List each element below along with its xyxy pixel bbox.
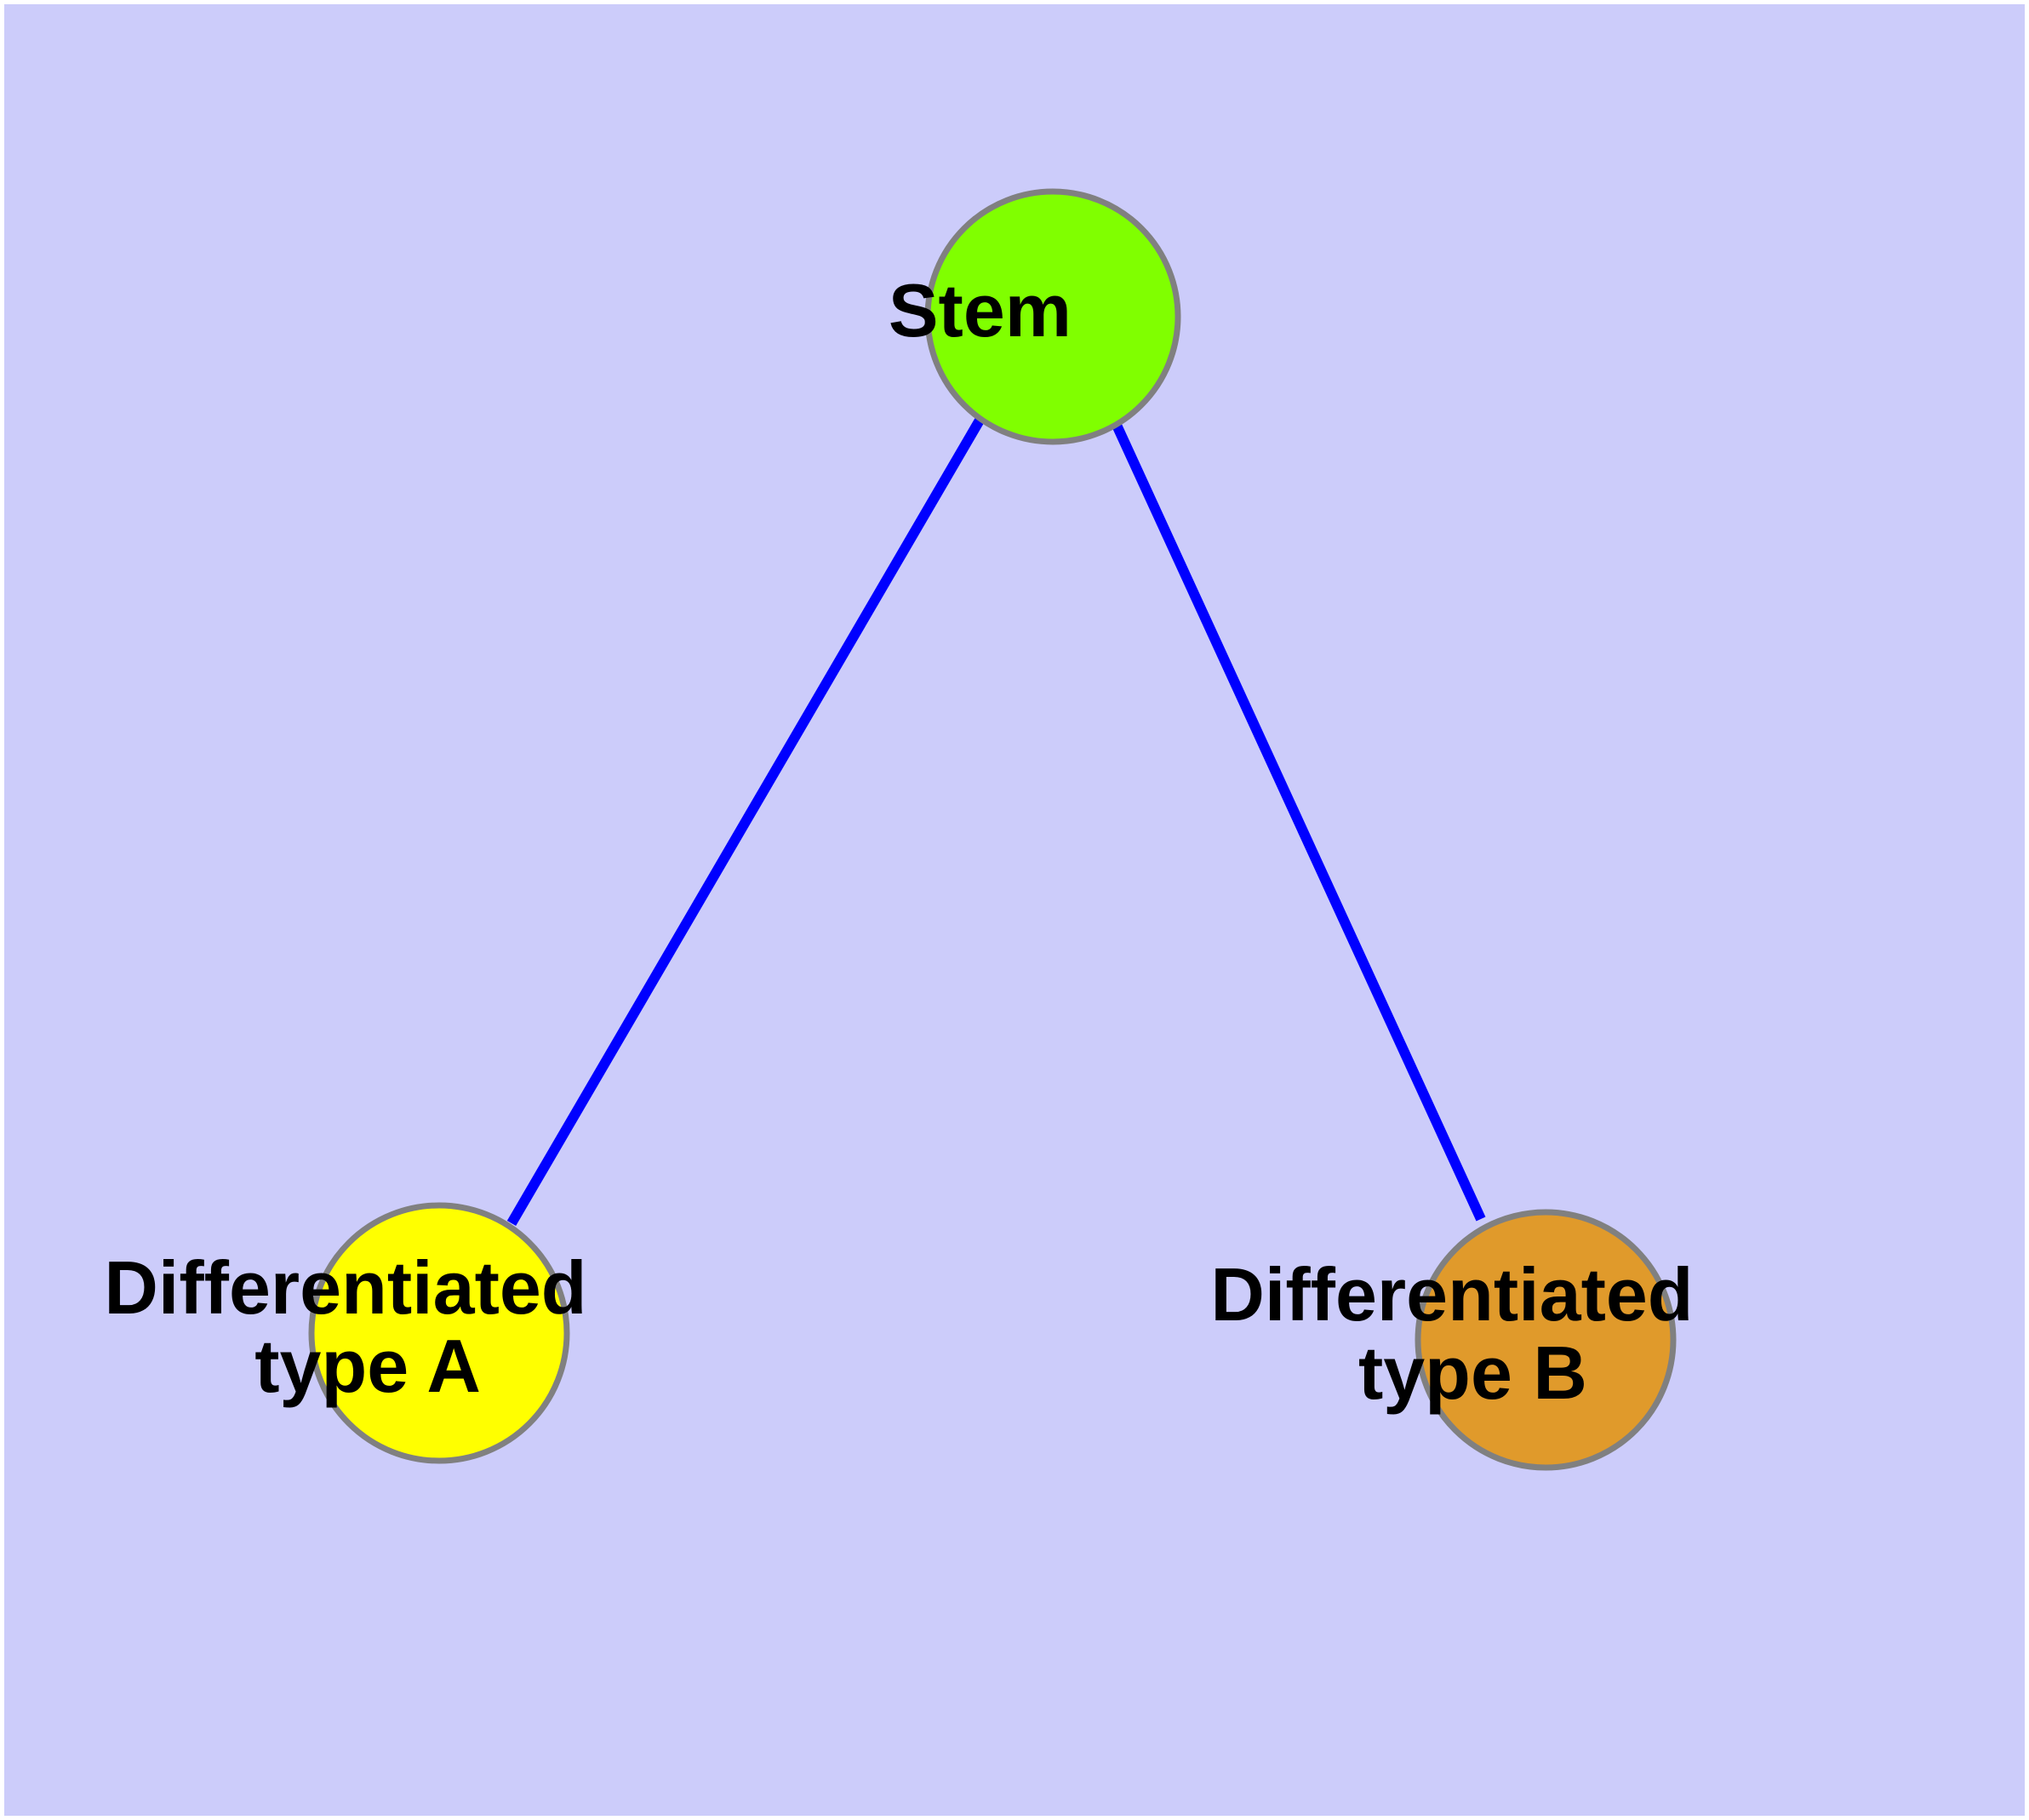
node-differentiated-type-b-circle[interactable]: [1415, 1209, 1677, 1471]
node-stem-label: Stem: [889, 268, 1217, 352]
node-differentiated-type-a[interactable]: [308, 1202, 570, 1464]
edge-stem-to-differentiated-type-a[interactable]: [506, 415, 986, 1227]
label-group: Stem Differentiated type A Differentiate…: [104, 268, 1880, 1415]
node-differentiated-type-a-label-line1: Differentiated: [104, 1245, 586, 1330]
node-differentiated-type-b-label-line1: Differentiated: [1210, 1252, 1693, 1336]
node-group: [308, 188, 1677, 1471]
node-differentiated-type-a-circle[interactable]: [308, 1202, 570, 1464]
node-stem[interactable]: [924, 188, 1181, 445]
node-stem-label-line1: Stem: [889, 268, 1072, 352]
node-differentiated-type-b-label-line2: type B: [1358, 1331, 1587, 1415]
node-differentiated-type-b-label: Differentiated type B: [1210, 1252, 1880, 1415]
edge-stem-to-differentiated-type-b[interactable]: [1110, 419, 1486, 1222]
node-differentiated-type-a-label: Differentiated type A: [104, 1245, 774, 1408]
node-differentiated-type-b[interactable]: [1415, 1209, 1677, 1471]
node-stem-circle[interactable]: [924, 188, 1181, 445]
edge-group: [506, 415, 1486, 1227]
node-differentiated-type-a-label-line2: type A: [254, 1324, 479, 1408]
